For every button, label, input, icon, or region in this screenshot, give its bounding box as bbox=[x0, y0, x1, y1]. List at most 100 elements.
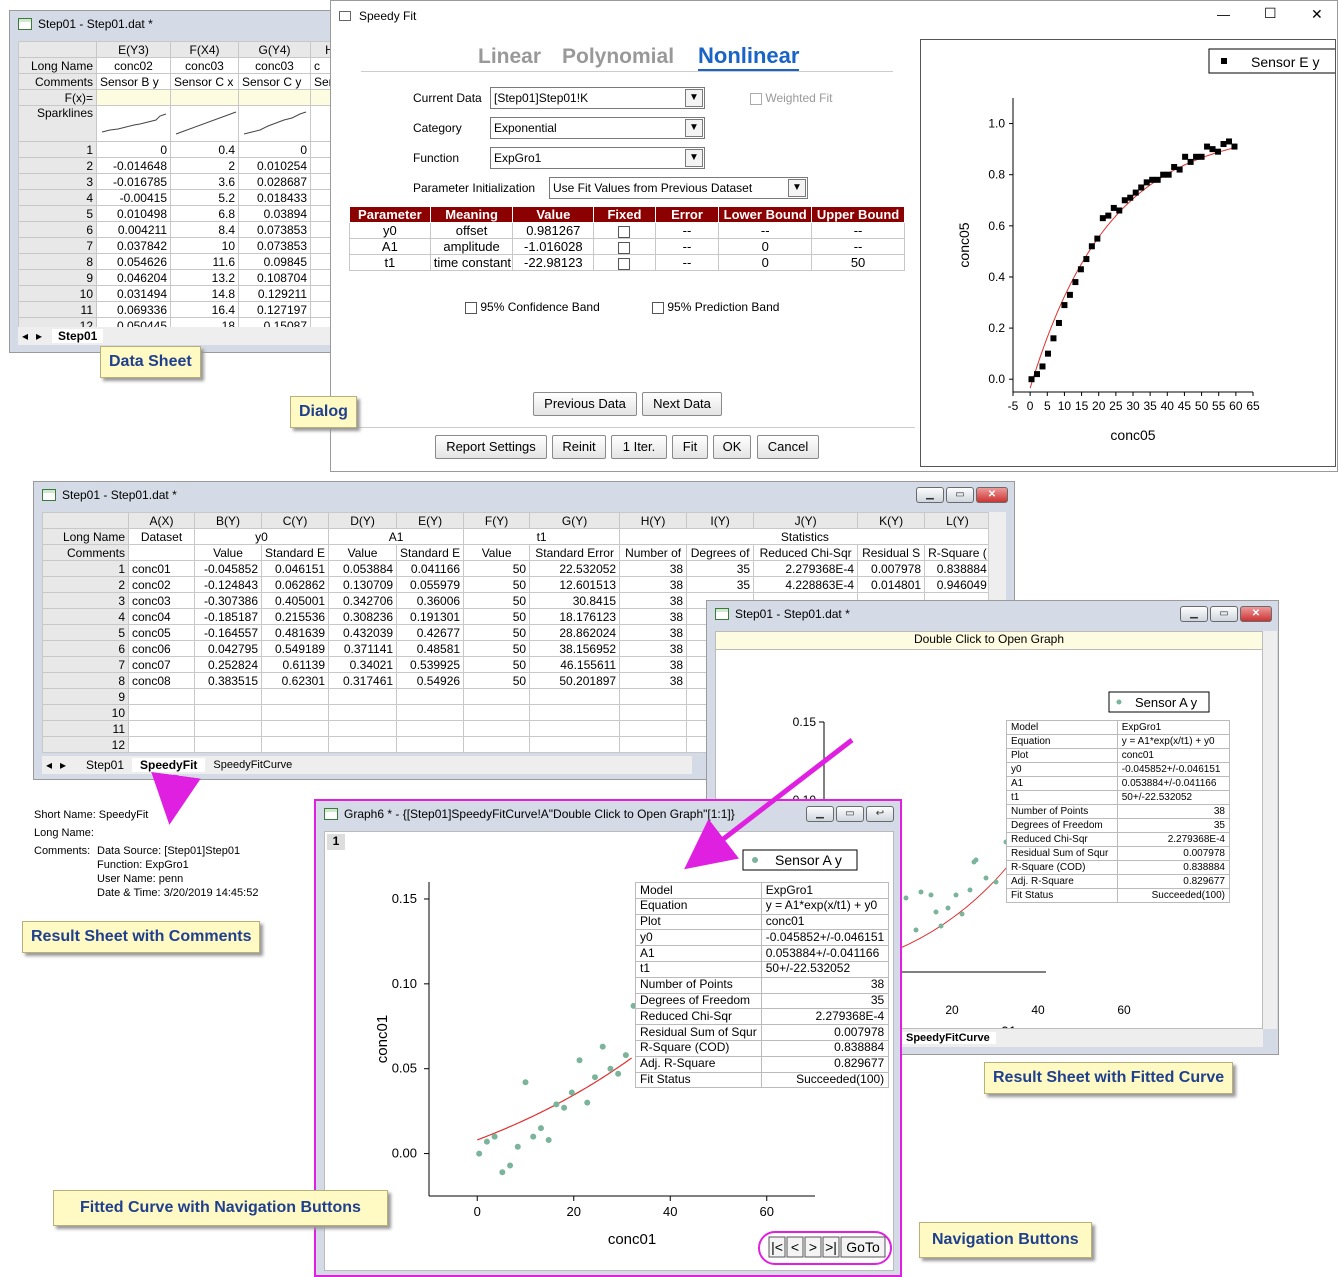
fx-cell[interactable] bbox=[170, 89, 239, 106]
longname-cell[interactable]: Dataset bbox=[128, 528, 195, 545]
data-cell[interactable]: 38 bbox=[619, 576, 688, 593]
data-cell[interactable]: 50 bbox=[463, 656, 531, 673]
data-cell[interactable] bbox=[328, 688, 398, 705]
tab-scroll-right-icon[interactable]: ▸ bbox=[35, 329, 43, 343]
data-cell[interactable]: 38.156952 bbox=[529, 640, 621, 657]
data-cell[interactable] bbox=[328, 704, 398, 721]
data-cell[interactable]: 38 bbox=[619, 608, 688, 625]
data-cell[interactable]: 0.405001 bbox=[260, 592, 330, 609]
comments-cell[interactable]: Standard E bbox=[396, 544, 465, 561]
data-cell[interactable] bbox=[529, 688, 621, 705]
longname-label[interactable]: Long Name bbox=[42, 528, 129, 545]
data-cell[interactable] bbox=[128, 688, 195, 705]
data-cell[interactable]: 0 bbox=[96, 141, 171, 158]
row-header[interactable]: 5 bbox=[18, 205, 97, 222]
data-cell[interactable]: 12.601513 bbox=[529, 576, 621, 593]
row-header[interactable]: 3 bbox=[42, 592, 129, 609]
data-cell[interactable]: 0.4 bbox=[170, 141, 239, 158]
next-button[interactable]: > bbox=[804, 1236, 822, 1258]
tab-linear[interactable]: Linear bbox=[478, 45, 542, 68]
data-cell[interactable]: 0.215536 bbox=[260, 608, 330, 625]
data-cell[interactable]: 0.014801 bbox=[857, 576, 926, 593]
data-cell[interactable]: 3.6 bbox=[170, 173, 239, 190]
comments-cell[interactable]: Reduced Chi-Sqr bbox=[753, 544, 859, 561]
col-header[interactable]: E(Y3) bbox=[96, 41, 171, 58]
data-cell[interactable]: 0.432039 bbox=[328, 624, 398, 641]
ok-button[interactable]: OK bbox=[713, 435, 751, 459]
data-cell[interactable]: 0.09845 bbox=[238, 253, 311, 270]
data-cell[interactable]: 0.252824 bbox=[194, 656, 262, 673]
row-header[interactable]: 10 bbox=[18, 285, 97, 302]
layer-indicator[interactable]: 1 bbox=[327, 834, 345, 850]
data-cell[interactable]: 5.2 bbox=[170, 189, 239, 206]
data-cell[interactable]: -0.045852 bbox=[194, 560, 262, 577]
param-error[interactable]: -- bbox=[654, 238, 720, 255]
data-cell[interactable]: 0.041166 bbox=[396, 560, 465, 577]
data-cell[interactable]: 0.308236 bbox=[328, 608, 398, 625]
data-cell[interactable]: 0.62301 bbox=[260, 672, 330, 689]
data-cell[interactable]: 0.549189 bbox=[260, 640, 330, 657]
row-header[interactable]: 7 bbox=[18, 237, 97, 254]
tab-scroll-left-icon[interactable]: ◂ bbox=[21, 329, 29, 343]
param-value[interactable]: -1.016028 bbox=[512, 238, 595, 255]
data-cell[interactable] bbox=[463, 704, 531, 721]
comments-cell[interactable]: Standard E bbox=[260, 544, 330, 561]
data-cell[interactable]: 0.127197 bbox=[238, 301, 311, 318]
close-button[interactable]: ✕ bbox=[976, 487, 1008, 503]
data-cell[interactable] bbox=[260, 720, 330, 737]
data-cell[interactable]: 0.61139 bbox=[260, 656, 330, 673]
comments-cell[interactable]: Value bbox=[463, 544, 531, 561]
data-sheet-titlebar[interactable]: Step01 - Step01.dat * bbox=[10, 11, 338, 37]
data-cell[interactable]: 38 bbox=[619, 672, 688, 689]
data-cell[interactable]: -0.014648 bbox=[96, 157, 171, 174]
longname-cell[interactable]: A1 bbox=[328, 528, 465, 545]
tab-scroll-right-icon[interactable]: ▸ bbox=[59, 758, 67, 772]
data-cell[interactable]: 0.073853 bbox=[238, 221, 311, 238]
data-cell[interactable]: 2.279368E-4 bbox=[753, 560, 859, 577]
data-cell[interactable]: -0.016785 bbox=[96, 173, 171, 190]
prediction-band-checkbox[interactable]: 95% Prediction Band bbox=[652, 300, 779, 314]
data-cell[interactable] bbox=[529, 736, 621, 753]
param-upper-bound[interactable]: -- bbox=[811, 222, 905, 239]
restore-button[interactable]: ↩ bbox=[866, 806, 894, 822]
graph-titlebar[interactable]: Graph6 * - {[Step01]SpeedyFitCurve!A"Dou… bbox=[316, 801, 900, 827]
report-settings-button[interactable]: Report Settings bbox=[435, 435, 547, 459]
tab-step01[interactable]: Step01 bbox=[86, 758, 125, 772]
data-cell[interactable]: 0.539925 bbox=[396, 656, 465, 673]
data-cell[interactable]: 0.028687 bbox=[238, 173, 311, 190]
longname-cell[interactable]: Statistics bbox=[619, 528, 991, 545]
data-cell[interactable]: 0.838884 bbox=[924, 560, 991, 577]
maximize-button[interactable]: ▭ bbox=[946, 487, 974, 503]
data-cell[interactable]: 0.191301 bbox=[396, 608, 465, 625]
maximize-button[interactable]: ☐ bbox=[1264, 5, 1277, 21]
minimize-button[interactable]: — bbox=[1217, 7, 1230, 22]
col-header[interactable]: F(X4) bbox=[170, 41, 239, 58]
data-cell[interactable]: 13.2 bbox=[170, 269, 239, 286]
data-cell[interactable]: 30.8415 bbox=[529, 592, 621, 609]
data-cell[interactable]: 38 bbox=[619, 592, 688, 609]
data-cell[interactable]: 50 bbox=[463, 608, 531, 625]
param-value[interactable]: 0.981267 bbox=[512, 222, 595, 239]
fx-cell[interactable] bbox=[96, 89, 171, 106]
longname-cell[interactable]: conc03 bbox=[170, 57, 239, 74]
data-cell[interactable]: conc03 bbox=[128, 592, 195, 609]
data-cell[interactable]: 0.108704 bbox=[238, 269, 311, 286]
tab-step01[interactable]: Step01 bbox=[52, 329, 104, 343]
maximize-button[interactable]: ▭ bbox=[836, 806, 864, 822]
param-meaning[interactable]: time constant bbox=[429, 254, 514, 271]
param-name[interactable]: t1 bbox=[349, 254, 431, 271]
data-cell[interactable]: 50 bbox=[463, 576, 531, 593]
row-header[interactable]: 8 bbox=[42, 672, 129, 689]
data-cell[interactable] bbox=[328, 720, 398, 737]
row-header[interactable]: 4 bbox=[42, 608, 129, 625]
fitted-titlebar[interactable]: Step01 - Step01.dat * bbox=[707, 601, 1278, 627]
param-upper-bound[interactable]: -- bbox=[811, 238, 905, 255]
row-header[interactable]: 1 bbox=[42, 560, 129, 577]
previous-button[interactable]: < bbox=[786, 1236, 804, 1258]
data-cell[interactable]: 0.042795 bbox=[194, 640, 262, 657]
comments-cell[interactable]: Residual S bbox=[857, 544, 926, 561]
data-cell[interactable]: 6.8 bbox=[170, 205, 239, 222]
data-cell[interactable]: 38 bbox=[619, 656, 688, 673]
